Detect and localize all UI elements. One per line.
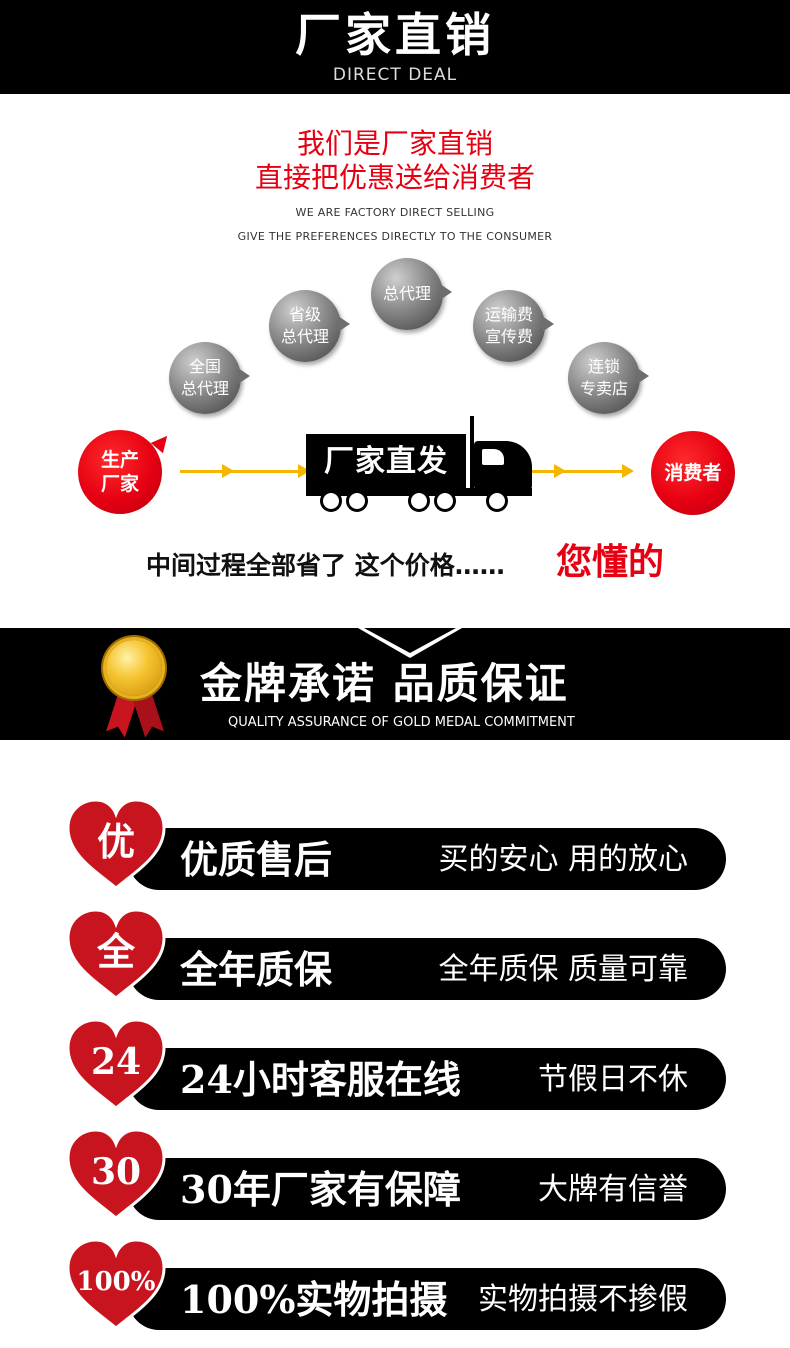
guarantee-title: 全年质保 [180,947,333,992]
page-title: 厂家直销 [295,8,495,62]
guarantee-row: 30 30年厂家有保障 大牌有信誉 [0,1126,790,1226]
guarantee-title: 优质售后 [180,837,333,882]
step-bubble-general-agent: 总代理 [371,258,452,330]
intro-en-line-1: WE ARE FACTORY DIRECT SELLING [295,206,495,219]
flow-line-left [180,470,310,473]
gold-medal-icon [106,640,162,696]
guarantee-bar [128,1268,726,1330]
promise-subtitle: QUALITY ASSURANCE OF GOLD MEDAL COMMITME… [228,715,575,730]
intro-en-line-2: GIVE THE PREFERENCES DIRECTLY TO THE CON… [237,230,553,243]
guarantee-title: 30年厂家有保障 [180,1167,461,1212]
step-bubble-chain-store: 连锁 专卖店 [568,342,649,414]
heart-icon: 30 [64,1126,168,1222]
step-label: 连锁 专卖店 [579,357,628,398]
speech-bubble-tail-icon [542,316,554,332]
heart-badge-label: 优 [96,819,135,864]
step-label: 总代理 [382,284,431,303]
heart-badge-label: 全 [96,929,135,974]
manufacturer-label: 生产 厂家 [100,449,139,495]
guarantee-row: 24 24小时客服在线 节假日不休 [0,1016,790,1116]
step-label: 运输费 宣传费 [484,305,533,346]
heart-badge-label: 30 [90,1151,142,1193]
band-notch-inner [364,628,456,653]
guarantee-desc: 节假日不休 [538,1062,688,1097]
flow-line-right [522,470,622,473]
guarantee-desc: 全年质保 质量可靠 [438,952,688,987]
truck-wheel [408,490,430,512]
truck-label: 厂家直发 [324,444,448,479]
truck-cab-pole [470,416,474,490]
truck-wheel [486,490,508,512]
consumer-label: 消费者 [664,462,722,484]
guarantee-bar [128,1158,726,1220]
heart-badge-label: 24 [90,1041,142,1083]
speech-bubble-tail-icon [150,430,174,454]
heart-icon: 全 [64,906,168,1002]
promise-title: 金牌承诺 品质保证 [200,659,569,708]
header-band [0,0,790,94]
guarantee-row: 100% 100%实物拍摄 实物拍摄不掺假 [0,1236,790,1336]
step-label: 全国 总代理 [180,357,229,398]
guarantee-desc: 买的安心 用的放心 [438,842,688,877]
intro-line-2: 直接把优惠送给消费者 [254,161,535,194]
step-bubble-national-agent: 全国 总代理 [169,342,250,414]
guarantee-row: 全 全年质保 全年质保 质量可靠 [0,906,790,1006]
speech-bubble-tail-icon [238,368,250,384]
manufacturer-badge: 生产 厂家 [78,430,174,514]
speech-bubble-tail-icon [440,284,452,300]
truck-wheel [346,490,368,512]
savings-accent: 您懂的 [556,542,665,583]
speech-bubble-tail-icon [338,316,350,332]
guarantee-row: 优 优质售后 买的安心 用的放心 [0,796,790,896]
page-subtitle: DIRECT DEAL [332,65,458,85]
heart-icon: 优 [64,796,168,892]
step-bubble-shipping-ad-fees: 运输费 宣传费 [473,290,554,362]
arrow-right-icon [622,464,634,478]
consumer-badge: 消费者 [651,431,735,515]
heart-icon: 100% [64,1236,168,1332]
guarantee-bar [128,1048,726,1110]
guarantee-title: 100%实物拍摄 [180,1277,448,1322]
step-label: 省级 总代理 [280,305,329,346]
speech-bubble-tail-icon [637,368,649,384]
guarantee-bar [128,828,726,890]
guarantee-title: 24小时客服在线 [180,1057,461,1102]
truck-wheel [320,490,342,512]
truck-wheel [434,490,456,512]
heart-icon: 24 [64,1016,168,1112]
step-bubble-provincial-agent: 省级 总代理 [269,290,350,362]
guarantee-desc: 实物拍摄不掺假 [478,1282,688,1317]
heart-badge-label: 100% [76,1267,156,1297]
arrow-right-icon [554,464,566,478]
intro-line-1: 我们是厂家直销 [296,127,493,160]
guarantee-bar [128,938,726,1000]
truck-window [482,449,504,465]
arrow-right-icon [222,464,234,478]
truck-icon [306,434,466,490]
savings-text: 中间过程全部省了 这个价格…… [146,551,505,580]
guarantee-desc: 大牌有信誉 [538,1172,688,1207]
